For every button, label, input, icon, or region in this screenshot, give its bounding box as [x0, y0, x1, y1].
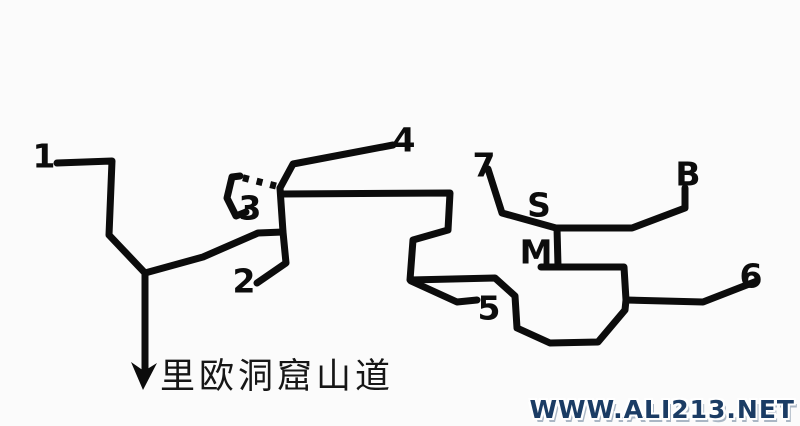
- exit-caption: 里欧洞窟山道: [160, 357, 395, 397]
- map-label-2: 2: [232, 261, 256, 301]
- route-fork-to-central-junction: [141, 228, 287, 277]
- map-label-M: M: [519, 232, 553, 272]
- map-label-4: 4: [392, 120, 416, 160]
- exit-arrowhead-icon: [131, 362, 157, 390]
- route-hidden-link-to-3: [239, 173, 277, 190]
- route-m-corridor: [537, 263, 630, 304]
- ali213-watermark: WWW.ALI213.NET: [529, 395, 795, 424]
- map-label-S: S: [527, 185, 551, 225]
- map-label-6: 6: [739, 256, 763, 296]
- route-s-to-b: [552, 184, 689, 232]
- route-s-down-to-m: [553, 224, 562, 270]
- route-junction-vertical-to-2: [253, 184, 290, 287]
- map-label-5: 5: [477, 288, 501, 328]
- route-branch-to-5: [407, 277, 481, 306]
- route-long-corridor-and-lower-loop: [277, 189, 630, 347]
- map-label-1: 1: [32, 136, 56, 176]
- route-room-3-outline: [223, 172, 250, 220]
- map-label-B: B: [675, 154, 701, 194]
- route-route-7-to-s: [484, 165, 560, 232]
- route-junction-to-4: [276, 141, 397, 192]
- route-branch-to-6: [622, 277, 761, 306]
- map-label-7: 7: [472, 145, 496, 185]
- map-label-3: 3: [238, 188, 262, 228]
- route-entrance-1-to-exit-arrow: [53, 157, 149, 375]
